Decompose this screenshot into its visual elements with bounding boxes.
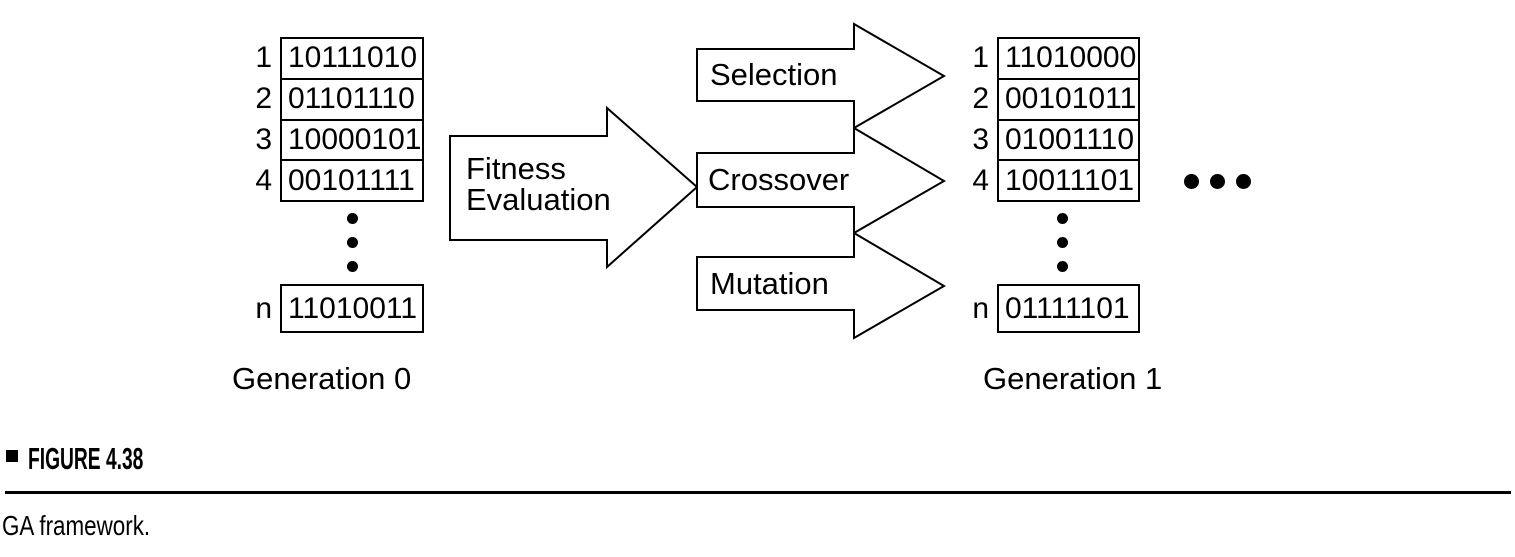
chromosome-row: 3 10000101 [246,118,426,162]
row-index: n [255,291,272,325]
chromosome-row: 3 01001110 [963,118,1143,162]
dot [347,213,358,224]
row-index: 2 [972,82,989,116]
mutation-arrow [696,231,946,340]
crossover-arrow [696,126,946,235]
generation0-vertical-ellipsis [347,213,358,272]
dot [347,261,358,272]
chromosome-row: 2 00101011 [963,77,1143,121]
fitness-evaluation-arrow [449,105,699,270]
chromosome-row: 2 01101110 [246,77,426,121]
fitness-label-line2: Evaluation [466,182,611,217]
chromosome-row: 4 10011101 [963,159,1143,202]
chromosome-bits: 01101110 [280,77,424,121]
generation1-vertical-ellipsis [1057,213,1068,272]
more-generations-ellipsis [1184,174,1251,189]
chromosome-bits: 11010000 [997,37,1140,80]
dot [1057,261,1068,272]
generation0-last-row: n 11010011 [246,284,426,333]
fitness-evaluation-label: Fitness Evaluation [466,153,611,215]
generation1-label: Generation 1 [983,361,1163,396]
mutation-label: Mutation [710,266,829,301]
chromosome-row: 4 00101111 [246,159,426,202]
chromosome-bits: 00101011 [997,77,1140,121]
dot [1236,174,1251,189]
figure-caption-square [6,450,18,462]
chromosome-bits: 00101111 [280,159,424,202]
generation1-table: 1 11010000 2 00101011 3 01001110 4 10011… [963,37,1143,202]
fitness-label-line1: Fitness [466,151,566,186]
chromosome-bits: 10111010 [280,37,424,80]
chromosome-bits: 01111101 [997,284,1140,333]
chromosome-bits: 10011101 [997,159,1140,202]
figure-number-label: FIGURE 4.38 [28,441,144,476]
row-index: 3 [972,122,989,156]
row-index: 1 [972,41,989,75]
dot [1184,174,1199,189]
chromosome-row: n 01111101 [963,284,1143,333]
chromosome-row: n 11010011 [246,284,426,333]
selection-label: Selection [710,57,838,92]
generation0-table: 1 10111010 2 01101110 3 10000101 4 00101… [246,37,426,202]
dot [1210,174,1225,189]
chromosome-row: 1 10111010 [246,37,426,80]
chromosome-bits: 10000101 [280,118,424,162]
row-index: n [972,291,989,325]
row-index: 2 [255,82,272,116]
caption-divider-rule [5,491,1511,494]
row-index: 3 [255,122,272,156]
figure-caption-text: GA framework. [2,510,151,541]
generation1-last-row: n 01111101 [963,284,1143,333]
dot [347,237,358,248]
selection-arrow [696,22,946,130]
dot [1057,237,1068,248]
row-index: 1 [255,41,272,75]
row-index: 4 [255,163,272,197]
crossover-label: Crossover [708,162,850,197]
chromosome-row: 1 11010000 [963,37,1143,80]
chromosome-bits: 11010011 [280,284,424,333]
row-index: 4 [972,163,989,197]
chromosome-bits: 01001110 [997,118,1140,162]
generation0-label: Generation 0 [232,361,412,396]
dot [1057,213,1068,224]
